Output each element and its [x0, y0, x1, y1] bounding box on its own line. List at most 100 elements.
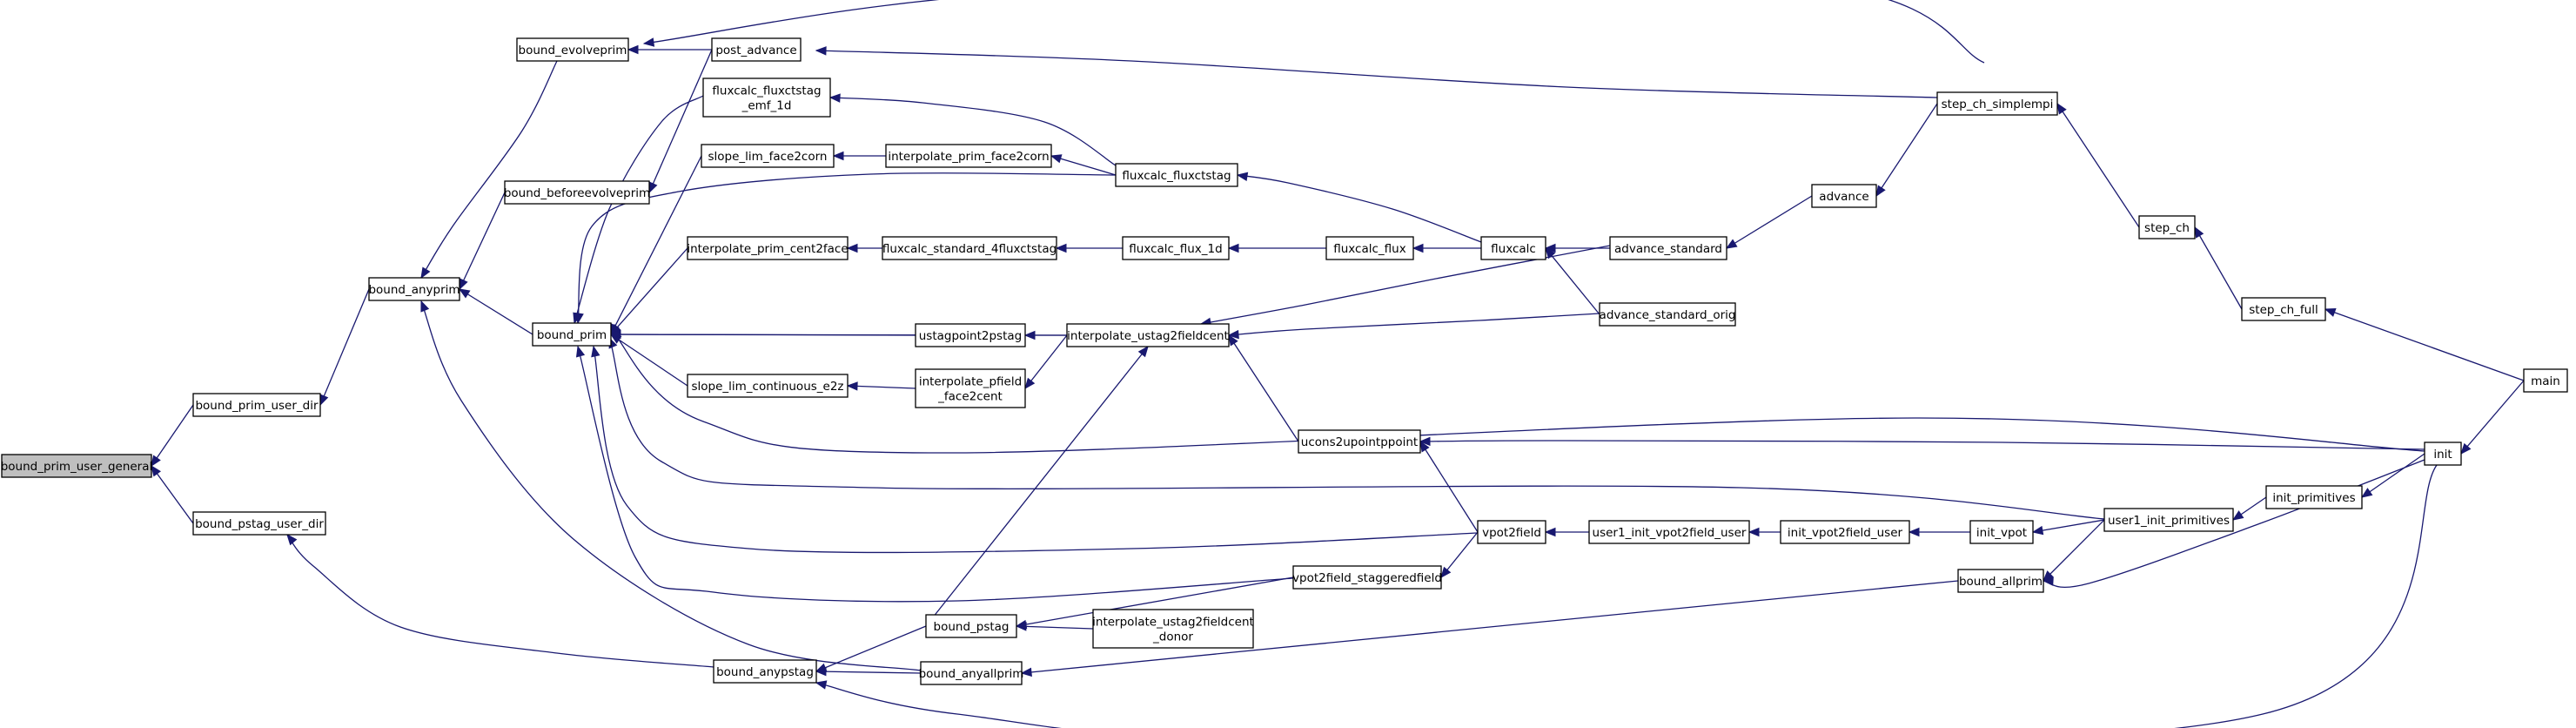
node-label: bound_prim_user_general: [1, 460, 153, 474]
node-box: [1, 454, 152, 478]
arrowhead: [1050, 154, 1063, 164]
edge-interpolate_prim_face2corn-to-slope_lim_face2corn: [832, 151, 886, 161]
edge-step_ch_simplempi-to-bound_evolveprim: [642, 0, 1985, 64]
edge-line: [1016, 625, 1094, 630]
node-main[interactable]: main: [2523, 368, 2568, 393]
edge-user1_init_primitives-to-bound_prim: [608, 336, 2105, 520]
node-label: bound_pstag_user_dir: [195, 517, 324, 531]
node-fluxcalc_fluxctstag_emf_1d[interactable]: fluxcalc_fluxctstag_emf_1d: [702, 78, 831, 118]
node-advance_standard_orig[interactable]: advance_standard_orig: [1599, 302, 1736, 327]
edge-line: [2043, 519, 2105, 582]
node-advance_standard[interactable]: advance_standard: [1609, 236, 1727, 260]
node-step_ch_full[interactable]: step_ch_full: [2241, 297, 2326, 321]
node-interpolate_prim_face2corn[interactable]: interpolate_prim_face2corn: [885, 144, 1052, 168]
edge-line: [1419, 440, 2425, 450]
node-bound_prim_user_general[interactable]: bound_prim_user_general: [1, 454, 153, 478]
node-label: interpolate_ustag2fieldcent: [1067, 329, 1229, 343]
edge-user1_init_primitives-to-init_vpot: [2031, 519, 2105, 536]
node-post_advance[interactable]: post_advance: [711, 37, 802, 62]
node-slope_lim_face2corn[interactable]: slope_lim_face2corn: [701, 144, 835, 168]
node-bound_allprim[interactable]: bound_allprim: [1957, 569, 2044, 593]
node-bound_anypstag[interactable]: bound_anypstag: [713, 659, 817, 684]
node-bound_anyallprim[interactable]: bound_anyallprim: [919, 661, 1024, 685]
node-label: fluxcalc_fluxctstag: [712, 84, 821, 98]
edge-vpot2field-to-bound_prim: [591, 345, 1479, 554]
node-label: bound_anyallprim: [919, 667, 1024, 681]
node-box: [2138, 215, 2196, 239]
edge-line: [608, 337, 2105, 520]
node-box: [1969, 520, 2034, 544]
edge-line: [420, 300, 922, 671]
node-fluxcalc[interactable]: fluxcalc: [1480, 236, 1546, 260]
edge-fluxcalc_flux-to-fluxcalc_flux_1d: [1227, 243, 1326, 253]
node-step_ch_simplempi[interactable]: step_ch_simplempi: [1936, 91, 2058, 116]
node-label: fluxcalc_fluxctstag: [1122, 169, 1231, 183]
edge-line: [1024, 334, 1068, 389]
edge-line: [829, 97, 1117, 166]
arrowhead: [1020, 667, 1032, 677]
edge-post_advance-to-bound_beforeevolveprim: [648, 49, 713, 194]
arrowhead: [2042, 576, 2054, 586]
edge-line: [2324, 308, 2525, 381]
edge-advance_standard-to-fluxcalc: [1544, 243, 1610, 253]
edge-advance_standard_orig-to-fluxcalc: [1545, 246, 1600, 315]
node-bound_prim[interactable]: bound_prim: [532, 322, 612, 347]
edge-fluxcalc_flux_1d-to-fluxcalc_standard_4fluxctstag: [1055, 243, 1123, 253]
edge-user1_init_vpot2field_user-to-vpot2field: [1544, 527, 1589, 537]
node-label: vpot2field_staggeredfield: [1292, 571, 1442, 585]
node-fluxcalc_fluxctstag[interactable]: fluxcalc_fluxctstag: [1115, 163, 1238, 187]
edge-fluxcalc_fluxctstag_emf_1d-to-bound_prim: [573, 95, 704, 325]
arrowhead: [1412, 243, 1424, 253]
node-box: [1599, 302, 1736, 327]
edge-line: [815, 464, 2438, 728]
node-fluxcalc_flux_1d[interactable]: fluxcalc_flux_1d: [1122, 236, 1230, 260]
node-box: [1298, 429, 1421, 454]
node-init[interactable]: init: [2424, 442, 2462, 466]
node-box: [1325, 236, 1414, 260]
node-init_vpot2field_user[interactable]: init_vpot2field_user: [1780, 520, 1910, 544]
edge-bound_evolveprim-to-bound_anyprim: [420, 60, 558, 280]
node-interpolate_ustag2fieldcent[interactable]: interpolate_ustag2fieldcent: [1066, 323, 1230, 347]
node-label: advance_standard: [1614, 242, 1722, 256]
node-ucons2upointppoint[interactable]: ucons2upointppoint: [1298, 429, 1421, 454]
node-interpolate_pfield_face2cent[interactable]: interpolate_pfield_face2cent: [915, 368, 1026, 408]
edge-line: [1228, 313, 1600, 336]
node-user1_init_primitives[interactable]: user1_init_primitives: [2103, 508, 2234, 532]
node-label: init_vpot2field_user: [1788, 526, 1903, 540]
edge-step_ch_simplempi-to-advance: [1875, 103, 1938, 198]
node-box: [920, 661, 1023, 685]
node-fluxcalc_flux[interactable]: fluxcalc_flux: [1325, 236, 1414, 260]
node-bound_evolveprim[interactable]: bound_evolveprim: [516, 37, 629, 62]
node-bound_beforeevolveprim[interactable]: bound_beforeevolveprim: [504, 180, 650, 205]
edge-fluxcalc_standard_4fluxctstag-to-interpolate_prim_cent2face: [846, 243, 882, 253]
arrowhead: [2031, 525, 2044, 536]
arrowhead: [1725, 239, 1738, 249]
node-bound_prim_user_dir[interactable]: bound_prim_user_dir: [192, 393, 321, 417]
edge-line: [593, 346, 1479, 554]
node-fluxcalc_standard_4fluxctstag[interactable]: fluxcalc_standard_4fluxctstag: [882, 236, 1057, 260]
node-bound_anyprim[interactable]: bound_anyprim: [368, 277, 460, 301]
node-advance[interactable]: advance: [1811, 184, 1877, 208]
nodes-layer: bound_prim_user_general bound_prim_user_d…: [1, 37, 2568, 685]
node-box: [1292, 565, 1442, 590]
node-interpolate_ustag2fieldcent_donor[interactable]: interpolate_ustag2fieldcent_donor: [1092, 609, 1254, 649]
node-init_primitives[interactable]: init_primitives: [2265, 485, 2363, 509]
edge-bound_prim_user_dir-to-bound_prim_user_general: [151, 404, 194, 468]
edge-fluxcalc-to-fluxcalc_fluxctstag: [1236, 172, 1482, 243]
node-bound_pstag_user_dir[interactable]: bound_pstag_user_dir: [192, 511, 326, 536]
node-vpot2field_staggeredfield[interactable]: vpot2field_staggeredfield: [1292, 565, 1442, 590]
arrowhead: [2460, 442, 2472, 455]
node-user1_init_vpot2field_user[interactable]: user1_init_vpot2field_user: [1588, 520, 1750, 544]
edge-slope_lim_continuous_e2z-to-bound_prim: [609, 334, 688, 387]
node-ustagpoint2pstag[interactable]: ustagpoint2pstag: [915, 323, 1026, 347]
arrowhead: [2324, 307, 2337, 317]
node-init_vpot[interactable]: init_vpot: [1969, 520, 2034, 544]
node-label: slope_lim_face2corn: [708, 150, 828, 164]
node-interpolate_prim_cent2face[interactable]: interpolate_prim_cent2face: [687, 236, 849, 260]
node-box: [687, 236, 849, 260]
node-slope_lim_continuous_e2z[interactable]: slope_lim_continuous_e2z: [687, 374, 849, 398]
node-vpot2field[interactable]: vpot2field: [1477, 520, 1546, 544]
edge-line: [2460, 380, 2525, 455]
node-step_ch[interactable]: step_ch: [2138, 215, 2196, 239]
node-bound_pstag[interactable]: bound_pstag: [925, 614, 1017, 638]
